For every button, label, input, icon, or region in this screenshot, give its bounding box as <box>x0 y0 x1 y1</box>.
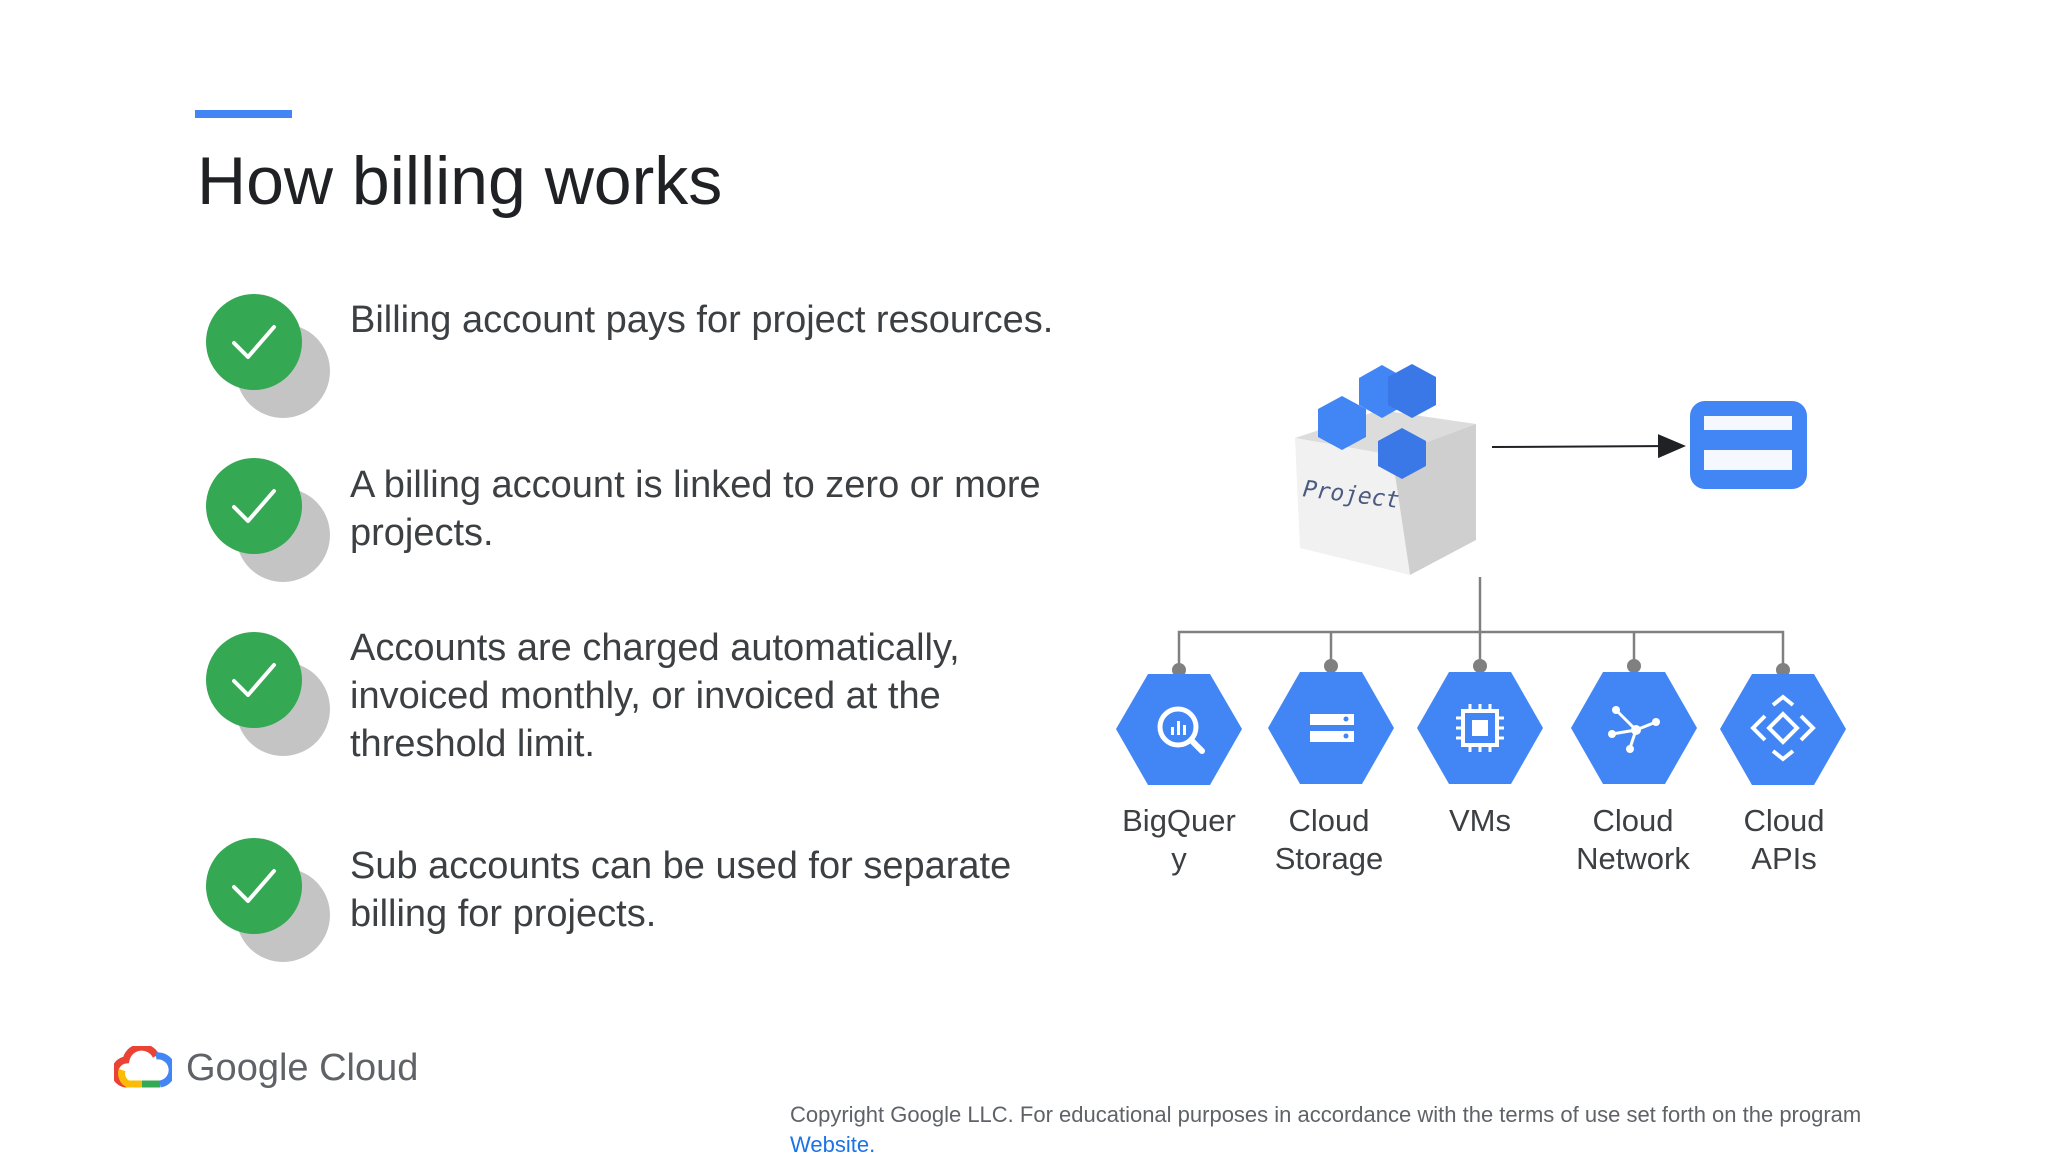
website-link[interactable]: Website. <box>790 1132 876 1157</box>
copyright-text: Copyright Google LLC. For educational pu… <box>790 1102 1862 1127</box>
service-label-cloud-storage: Cloud Storage <box>1239 802 1419 878</box>
label-line: Network <box>1576 841 1690 876</box>
label-line: BigQuer <box>1122 803 1236 838</box>
bullet-text: Sub accounts can be used for separate bi… <box>350 845 1012 935</box>
bigquery-icon <box>1116 674 1242 785</box>
label-line: Cloud <box>1592 803 1674 838</box>
billing-arrow <box>1491 434 1686 459</box>
label-line: y <box>1171 841 1187 876</box>
service-label-vms: VMs <box>1390 802 1570 840</box>
credit-card-icon <box>1690 401 1807 489</box>
service-label-cloud-network: Cloud Network <box>1543 802 1723 878</box>
label-line: VMs <box>1449 803 1511 838</box>
vm-chip-icon <box>1417 672 1543 784</box>
google-cloud-logo: Google Cloud <box>114 1038 418 1098</box>
logo-text: Google Cloud <box>186 1046 419 1089</box>
connector-dots <box>1172 659 1790 677</box>
service-label-bigquery: BigQuer y <box>1089 802 1269 878</box>
label-line: APIs <box>1751 841 1817 876</box>
google-cloud-icon <box>114 1046 172 1088</box>
check-icon <box>204 630 334 760</box>
check-icon <box>204 292 334 422</box>
label-line: Storage <box>1274 841 1384 876</box>
cloud-storage-icon <box>1268 672 1394 784</box>
check-icon <box>204 456 334 586</box>
copyright-notice: Copyright Google LLC. For educational pu… <box>790 1100 2030 1160</box>
bullet-text: Billing account pays for project resourc… <box>350 299 1054 341</box>
cloud-apis-icon <box>1720 674 1846 785</box>
cloud-network-icon <box>1571 672 1697 784</box>
service-connectors <box>1177 577 1785 670</box>
bullet-text: A billing account is linked to zero or m… <box>350 464 1041 554</box>
project-box-icon: Project <box>1295 364 1476 575</box>
title-accent-bar <box>195 110 292 118</box>
check-icon <box>204 836 334 966</box>
service-label-cloud-apis: Cloud APIs <box>1694 802 1874 878</box>
slide-title: How billing works <box>197 143 723 219</box>
label-line: Cloud <box>1288 803 1370 838</box>
bullet-text: Accounts are charged automatically, invo… <box>350 627 960 765</box>
label-line: Cloud <box>1743 803 1825 838</box>
